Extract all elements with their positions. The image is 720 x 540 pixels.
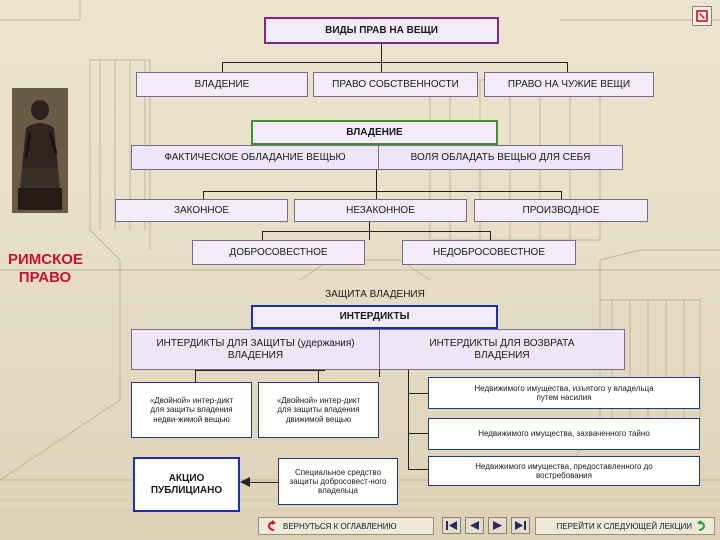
first-slide-button[interactable] xyxy=(442,517,461,534)
possession-title-box: ВЛАДЕНИЕ xyxy=(251,120,498,145)
protection-label: ЗАЩИТА ВЛАДЕНИЯ xyxy=(325,289,425,300)
actio-publiciana-box: АКЦИО ПУБЛИЦИАНО xyxy=(133,457,240,512)
next-lecture-label: ПЕРЕЙТИ К СЛЕДУЮЩЕЙ ЛЕКЦИИ xyxy=(556,521,693,531)
previous-slide-button[interactable] xyxy=(465,517,484,534)
forward-arrow-icon xyxy=(697,520,705,531)
special-remedy-box: Специальное средство защиты добросовест-… xyxy=(278,458,398,505)
last-slide-button[interactable] xyxy=(511,517,530,534)
close-button[interactable] xyxy=(692,6,712,26)
interdict-keep-box: ИНТЕРДИКТЫ ДЛЯ ЗАЩИТЫ (удержания) ВЛАДЕН… xyxy=(131,329,379,370)
type-lawful-box: ЗАКОННОЕ xyxy=(115,199,288,222)
back-to-contents-label: ВЕРНУТЬСЯ К ОГЛАВЛЕНИЮ xyxy=(283,521,397,531)
right-possession-box: ВЛАДЕНИЕ xyxy=(136,72,308,97)
return-violence-box: Недвижимого имущества, изъятого у владел… xyxy=(428,377,700,409)
element-actual-holding-box: ФАКТИЧЕСКОЕ ОБЛАДАНИЕ ВЕЩЬЮ xyxy=(131,145,378,170)
play-forward-icon xyxy=(493,521,502,530)
next-slide-button[interactable] xyxy=(488,517,507,534)
arrow-left-icon xyxy=(240,477,250,487)
element-will-to-hold-box: ВОЛЯ ОБЛАДАТЬ ВЕЩЬЮ ДЛЯ СЕБЯ xyxy=(378,145,623,170)
statue-image xyxy=(12,88,68,213)
double-interdict-immovable-box: «Двойной» интер-дикт для защиты владения… xyxy=(131,382,252,438)
return-arrow-icon xyxy=(268,520,276,531)
return-on-demand-box: Недвижимого имущества, предоставленного … xyxy=(428,456,700,486)
right-ownership-box: ПРАВО СОБСТВЕННОСТИ xyxy=(313,72,478,97)
back-to-contents-button[interactable]: ВЕРНУТЬСЯ К ОГЛАВЛЕНИЮ xyxy=(258,517,434,535)
double-interdict-movable-box: «Двойной» интер-дикт для защиты владения… xyxy=(258,382,379,438)
faith-bad-box: НЕДОБРОСОВЕСТНОЕ xyxy=(402,240,576,265)
title-box: ВИДЫ ПРАВ НА ВЕЩИ xyxy=(264,17,499,44)
type-derivative-box: ПРОИЗВОДНОЕ xyxy=(474,199,648,222)
skip-forward-icon xyxy=(515,521,526,530)
type-unlawful-box: НЕЗАКОННОЕ xyxy=(294,199,467,222)
interdicts-title-box: ИНТЕРДИКТЫ xyxy=(251,305,498,329)
return-secret-box: Недвижимого имущества, захваченного тайн… xyxy=(428,418,700,450)
faith-good-box: ДОБРОСОВЕСТНОЕ xyxy=(192,240,365,265)
next-lecture-button[interactable]: ПЕРЕЙТИ К СЛЕДУЮЩЕЙ ЛЕКЦИИ xyxy=(535,517,715,535)
sidebar-title: РИМСКОЕ ПРАВО xyxy=(8,251,83,286)
play-back-icon xyxy=(470,521,479,530)
interdict-return-box: ИНТЕРДИКТЫ ДЛЯ ВОЗВРАТА ВЛАДЕНИЯ xyxy=(379,329,625,370)
right-others-things-box: ПРАВО НА ЧУЖИЕ ВЕЩИ xyxy=(484,72,654,97)
close-icon xyxy=(696,10,708,22)
skip-back-icon xyxy=(446,521,457,530)
